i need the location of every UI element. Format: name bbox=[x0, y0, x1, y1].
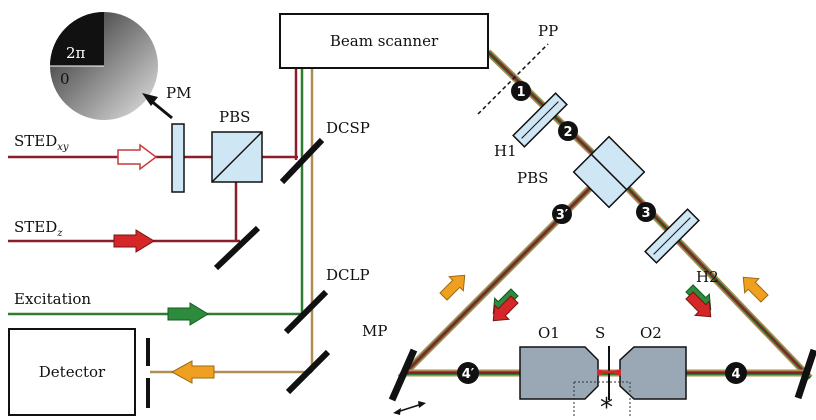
marker-4p bbox=[457, 362, 479, 384]
pbs-left-cube bbox=[211, 131, 263, 183]
dcsp-mirror bbox=[279, 137, 325, 185]
right-mirror bbox=[794, 348, 816, 400]
marker-4p-label: 4′ bbox=[462, 367, 475, 382]
detection-mirror bbox=[285, 349, 331, 395]
mp-mirror bbox=[388, 348, 418, 402]
mp-label: MP bbox=[362, 322, 388, 340]
zoom-dotted-lines bbox=[573, 381, 631, 416]
pm-pointer-arrow bbox=[142, 93, 173, 120]
dclp-label: DCLP bbox=[326, 266, 370, 284]
pbs-right-cube bbox=[572, 135, 646, 209]
pbs-left-label: PBS bbox=[219, 108, 251, 126]
sted-z-text: STED bbox=[14, 218, 58, 236]
h2-label: H2 bbox=[696, 268, 719, 286]
fluorescence-arrow-right bbox=[742, 276, 769, 303]
h2-waveplate bbox=[644, 208, 700, 264]
asterisk-label: * bbox=[600, 393, 613, 416]
sted-z-arrow bbox=[113, 229, 155, 253]
sted-z-label: STEDz bbox=[14, 220, 63, 239]
pupil-plane-dashed-line bbox=[477, 43, 549, 115]
fluorescence-arrow bbox=[170, 360, 215, 384]
marker-3-label: 3 bbox=[641, 206, 650, 221]
h1-waveplate bbox=[512, 92, 568, 148]
dcsp-label: DCSP bbox=[326, 119, 370, 137]
beam-scanner-label: Beam scanner bbox=[329, 32, 439, 50]
phase-bottom-label: 0 bbox=[60, 70, 70, 88]
marker-3p bbox=[552, 204, 572, 224]
h1-label: H1 bbox=[494, 142, 517, 160]
marker-1-label: 1 bbox=[516, 85, 525, 100]
phase-mask-disc bbox=[50, 12, 158, 120]
objective-o2 bbox=[619, 346, 687, 400]
marker-3 bbox=[636, 202, 656, 222]
excitation-arrow bbox=[167, 302, 209, 326]
marker-4-label: 4 bbox=[731, 367, 740, 382]
mp-movement-arrow bbox=[393, 401, 426, 415]
marker-2-label: 2 bbox=[563, 125, 572, 140]
pm-label: PM bbox=[166, 84, 192, 102]
sted-xy-label: STEDxy bbox=[14, 134, 69, 153]
pp-label: PP bbox=[538, 22, 559, 40]
beam-arrows-left-stack bbox=[492, 288, 519, 322]
o2-label: O2 bbox=[640, 324, 662, 342]
dclp-mirror bbox=[283, 289, 329, 335]
marker-2 bbox=[558, 121, 578, 141]
sted-xy-arrow bbox=[117, 143, 158, 171]
sted-z-sub: z bbox=[57, 228, 63, 239]
pbs-right-label: PBS bbox=[517, 169, 549, 187]
sted-xy-text: STED bbox=[14, 132, 58, 150]
sted-xy-sub: xy bbox=[57, 142, 69, 153]
sted-z-mirror bbox=[213, 225, 261, 271]
marker-4 bbox=[725, 362, 747, 384]
objective-o1 bbox=[519, 346, 599, 400]
s-label: S bbox=[595, 324, 606, 342]
focus-beam bbox=[597, 369, 621, 376]
excitation-label: Excitation bbox=[14, 290, 92, 308]
phase-mask-plate bbox=[171, 123, 185, 193]
detector-box: Detector bbox=[8, 328, 136, 416]
beam-arrows-right-stack bbox=[685, 284, 712, 318]
phase-top-label: 2π bbox=[66, 44, 86, 62]
beam-scanner-box: Beam scanner bbox=[279, 13, 489, 69]
o1-label: O1 bbox=[538, 324, 560, 342]
marker-3p-label: 3′ bbox=[556, 208, 569, 223]
marker-1 bbox=[511, 81, 531, 101]
detector-label: Detector bbox=[38, 363, 106, 381]
fluorescence-arrow-left bbox=[439, 274, 466, 301]
